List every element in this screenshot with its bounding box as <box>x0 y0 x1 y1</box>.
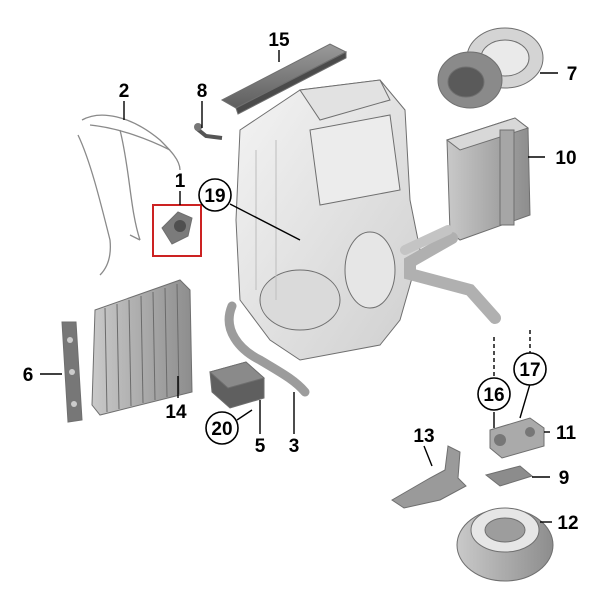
leader-lines <box>40 50 558 523</box>
callout-12: 12 <box>557 513 578 534</box>
callout-8: 8 <box>197 81 208 102</box>
callout-3: 3 <box>289 436 300 457</box>
part-connector <box>161 211 193 245</box>
part-refrigerant-pipes <box>400 225 501 324</box>
part-filter-strip <box>220 43 348 115</box>
part-expansion-valve <box>489 417 545 459</box>
part-heater-core <box>91 279 193 416</box>
callout-16: 16 <box>483 385 504 406</box>
callout-1: 1 <box>175 171 186 192</box>
part-mounting-bracket <box>391 445 467 509</box>
callout-15: 15 <box>268 30 290 51</box>
callout-16-circle <box>477 377 511 411</box>
part-resistor <box>208 361 266 409</box>
callout-20: 20 <box>211 419 232 440</box>
part-sensor <box>194 123 223 140</box>
callout-6: 6 <box>23 365 34 386</box>
part-fan-housing <box>456 507 554 582</box>
callout-14: 14 <box>165 402 187 423</box>
part-bracket-6 <box>61 321 83 423</box>
callout-19: 19 <box>204 186 225 207</box>
part-hvac-housing <box>235 79 421 361</box>
callout-2: 2 <box>119 81 130 102</box>
callout-13: 13 <box>413 426 434 447</box>
callout-19-circle <box>198 178 232 212</box>
part-seal-pad <box>484 465 534 487</box>
callout-20-circle <box>205 411 239 445</box>
callout-10: 10 <box>555 148 576 169</box>
callout-5: 5 <box>255 436 266 457</box>
callout-17-circle <box>513 352 547 386</box>
callout-17: 17 <box>519 360 540 381</box>
callout-7: 7 <box>567 64 578 85</box>
highlight-box <box>152 204 202 257</box>
callout-9: 9 <box>559 468 570 489</box>
part-drain-hose <box>224 301 310 397</box>
callout-11: 11 <box>556 423 577 444</box>
part-wiring-harness <box>77 114 181 276</box>
part-blower-motor <box>437 27 544 109</box>
part-evaporator <box>445 117 531 241</box>
